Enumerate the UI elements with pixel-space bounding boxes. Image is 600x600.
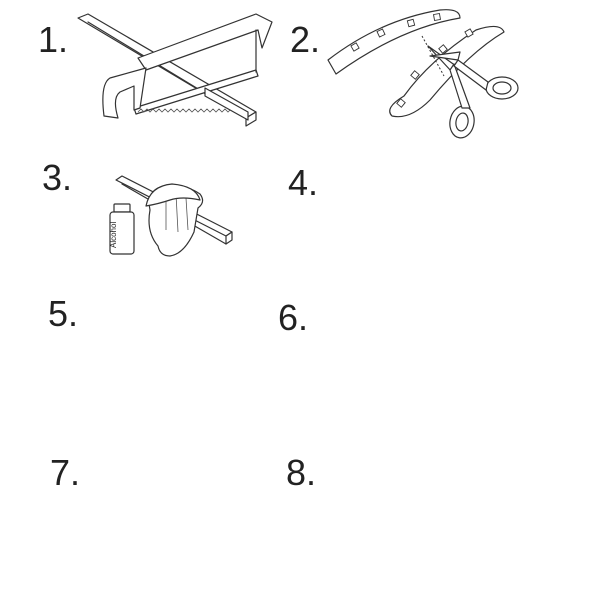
saw-cutting-profile-icon [77, 13, 273, 127]
step-number-4: 4. [288, 162, 319, 203]
step-number-5: 5. [48, 293, 79, 334]
bottle-label: Alcohol [109, 221, 118, 248]
scissors-cutting-led-strip-icon [327, 9, 519, 139]
step-number-1: 1. [38, 19, 69, 60]
step-number-2: 2. [290, 19, 321, 60]
step-number-8: 8. [286, 452, 317, 493]
step-number-6: 6. [278, 297, 309, 338]
step-number-7: 7. [50, 452, 81, 493]
step-number-3: 3. [42, 157, 73, 198]
clean-profile-with-alcohol-icon [109, 175, 233, 257]
